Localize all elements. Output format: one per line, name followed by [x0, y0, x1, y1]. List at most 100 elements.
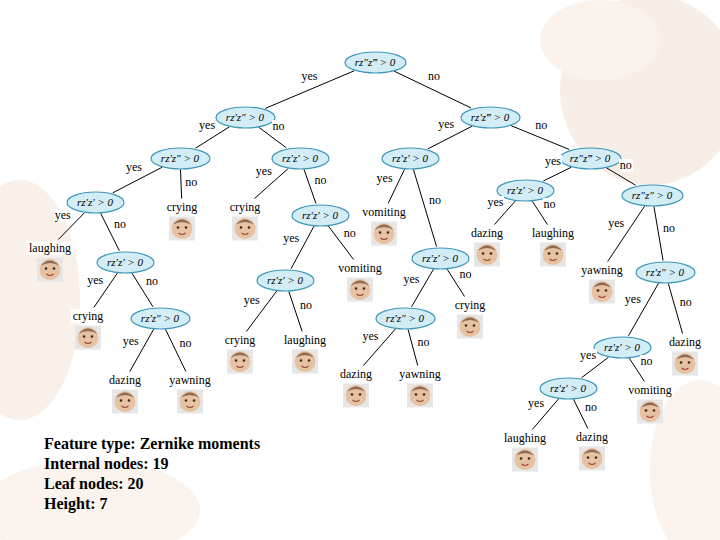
baby-face	[232, 217, 258, 241]
face-eye	[556, 252, 559, 255]
baby-face	[637, 400, 663, 424]
branch-label: no	[619, 159, 633, 172]
class-label: vomiting	[626, 383, 674, 397]
branch-label: yes	[198, 119, 216, 132]
face-eye	[597, 289, 600, 292]
face-mouth	[682, 368, 689, 370]
split-condition: rz′z″ > 0	[150, 152, 211, 165]
tree-branch	[413, 169, 436, 246]
class-label: dazing	[574, 430, 610, 444]
face-eye	[423, 393, 426, 396]
split-condition: rz″z″ > 0	[621, 189, 684, 202]
photo-frame	[37, 258, 63, 282]
branch-label: yes	[243, 294, 261, 307]
baby-face	[407, 384, 433, 408]
face-eye	[355, 287, 358, 290]
class-label: crying	[71, 309, 106, 323]
class-label: laughing	[27, 241, 73, 255]
baby-face	[371, 222, 397, 246]
face-mouth	[302, 366, 309, 368]
face-skin	[592, 281, 613, 302]
tree-branch	[180, 169, 181, 198]
decision-ellipse: rz′z′ > 0	[539, 377, 598, 400]
branch-label: no	[458, 268, 472, 281]
face-hair	[173, 220, 191, 225]
face-skin	[180, 391, 201, 412]
summary-text: Leaf nodes: 20	[44, 474, 260, 494]
face-eye	[308, 359, 311, 362]
decision-ellipse: rz″z‴ > 0	[344, 51, 407, 74]
face-mouth	[122, 406, 129, 408]
ellipse-shape	[540, 378, 597, 399]
face-skin	[115, 391, 136, 412]
ellipse-shape	[151, 148, 210, 169]
leaf-class: vomiting	[336, 261, 384, 276]
ellipse-shape	[272, 148, 329, 169]
split-condition: rz′z′ > 0	[496, 184, 555, 197]
face-eye	[465, 324, 468, 327]
split-condition: rz′z′ > 0	[256, 274, 315, 287]
face-eye	[595, 456, 598, 459]
face-eye	[240, 226, 243, 229]
face-eye	[387, 231, 390, 234]
baby-face	[672, 352, 698, 376]
face-mouth	[467, 331, 474, 333]
face-skin	[78, 327, 99, 348]
branch-label: yes	[437, 118, 455, 131]
photo-frame	[112, 390, 138, 414]
branch-label: yes	[86, 274, 104, 287]
summary-text: Height: 7	[44, 494, 260, 514]
face-mouth	[47, 274, 54, 276]
face-mouth	[647, 416, 654, 418]
tree-branch	[394, 71, 471, 108]
branch-label: yes	[122, 335, 140, 348]
branch-label: no	[534, 119, 548, 132]
split-condition: rz′z′ > 0	[291, 209, 350, 222]
tree-branch	[543, 167, 571, 181]
face-eye	[520, 457, 523, 460]
tree-branch	[628, 283, 658, 336]
ellipse-shape	[382, 148, 439, 169]
leaf-class: vomiting	[360, 205, 408, 220]
ellipse-shape	[67, 192, 124, 213]
branch-label: yes	[579, 349, 597, 362]
face-eye	[177, 226, 180, 229]
class-label: yawning	[579, 263, 625, 277]
split-condition: rz′z″ > 0	[130, 312, 191, 325]
face-eye	[128, 399, 131, 402]
face-eye	[243, 359, 246, 362]
decision-ellipse: rz′z′ > 0	[271, 147, 330, 170]
face-eye	[587, 456, 590, 459]
face-mouth	[357, 294, 364, 296]
ellipse-shape	[497, 180, 554, 201]
face-skin	[230, 351, 251, 372]
photo-frame	[343, 384, 369, 408]
face-mouth	[522, 464, 529, 466]
branch-label: no	[313, 174, 327, 187]
face-eye	[379, 231, 382, 234]
leaf-class: crying	[228, 200, 263, 215]
baby-face	[169, 217, 195, 241]
face-hair	[583, 450, 601, 455]
branch-label: no	[543, 198, 557, 211]
leaf-class: yawning	[579, 263, 625, 278]
face-skin	[295, 351, 316, 372]
ellipse-shape	[292, 205, 349, 226]
class-label: vomiting	[336, 261, 384, 275]
baby-face	[474, 243, 500, 267]
decision-ellipse: rz′z′ > 0	[381, 147, 440, 170]
class-label: crying	[453, 298, 488, 312]
baby-face	[177, 390, 203, 414]
ellipse-shape	[636, 262, 695, 283]
face-eye	[193, 399, 196, 402]
branch-label: no	[113, 218, 127, 231]
ellipse-shape	[345, 52, 406, 73]
decision-ellipse: rz′z″ > 0	[150, 147, 211, 170]
face-eye	[351, 393, 354, 396]
face-hair	[411, 387, 429, 392]
face-eye	[680, 361, 683, 364]
face-skin	[40, 259, 61, 280]
photo-frame	[637, 400, 663, 424]
baby-face	[292, 350, 318, 374]
decision-ellipse: rz″z″ > 0	[621, 184, 684, 207]
